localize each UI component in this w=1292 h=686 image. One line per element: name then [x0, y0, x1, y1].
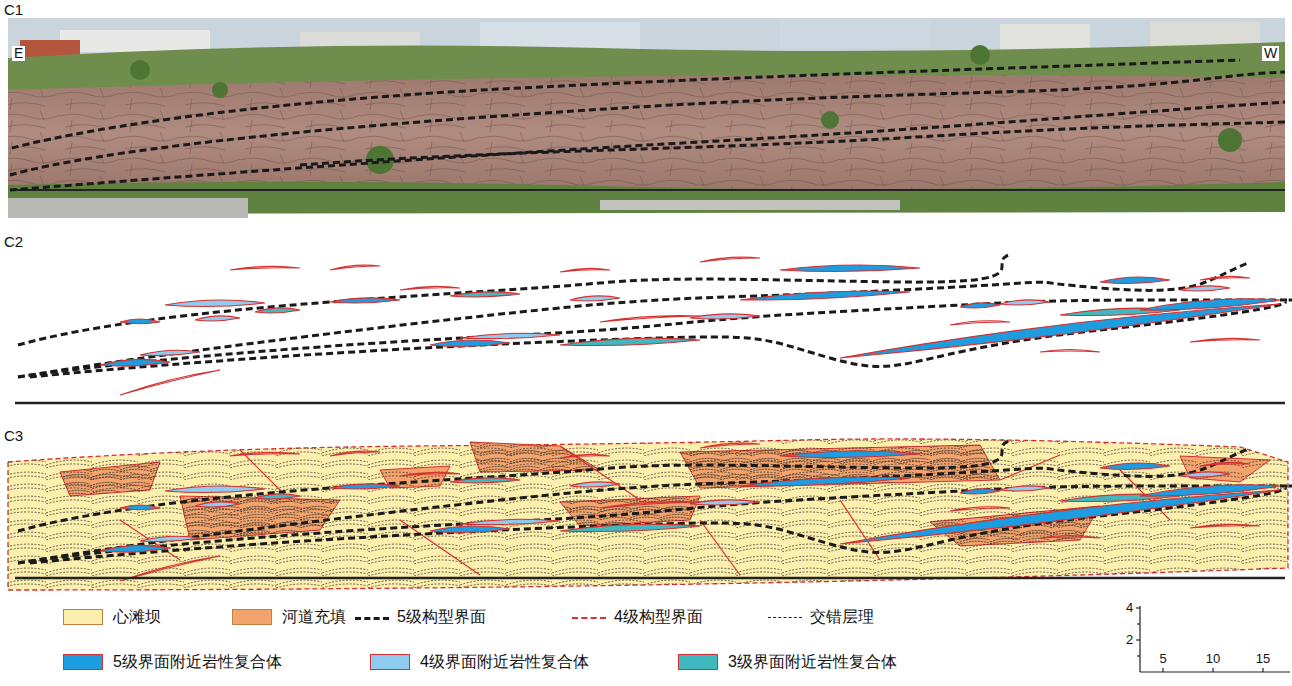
legend-swatch: [370, 654, 410, 670]
panel-label: C2: [4, 234, 23, 251]
scale-number: 15: [1256, 652, 1270, 666]
direction-label: E: [12, 46, 25, 61]
legend-swatch: [678, 654, 718, 670]
legend-text: 心滩坝: [113, 608, 161, 626]
panel-label: C1: [4, 2, 23, 19]
legend-text: 河道充填: [282, 608, 346, 626]
scale-number: 5: [1159, 652, 1166, 666]
legend-line-sample: [355, 617, 389, 620]
scale-number: 4: [1126, 601, 1133, 615]
scale-number: 10: [1206, 652, 1220, 666]
legend-text: 5级界面附近岩性复合体: [113, 653, 282, 671]
legend-text: 4级构型界面: [614, 608, 703, 626]
legend-line-sample: [768, 617, 802, 618]
legend-swatch: [63, 609, 103, 625]
legend-text: 3级界面附近岩性复合体: [728, 653, 897, 671]
scale-number: 2: [1126, 633, 1133, 647]
legend-text: 交错层理: [810, 608, 874, 626]
legend-text: 5级构型界面: [397, 608, 486, 626]
direction-label: W: [1262, 46, 1279, 61]
panel-label: C3: [4, 428, 23, 445]
legend-line-sample: [572, 617, 606, 619]
legend-text: 4级界面附近岩性复合体: [420, 653, 589, 671]
legend-swatch: [232, 609, 272, 625]
legend-swatch: [63, 654, 103, 670]
